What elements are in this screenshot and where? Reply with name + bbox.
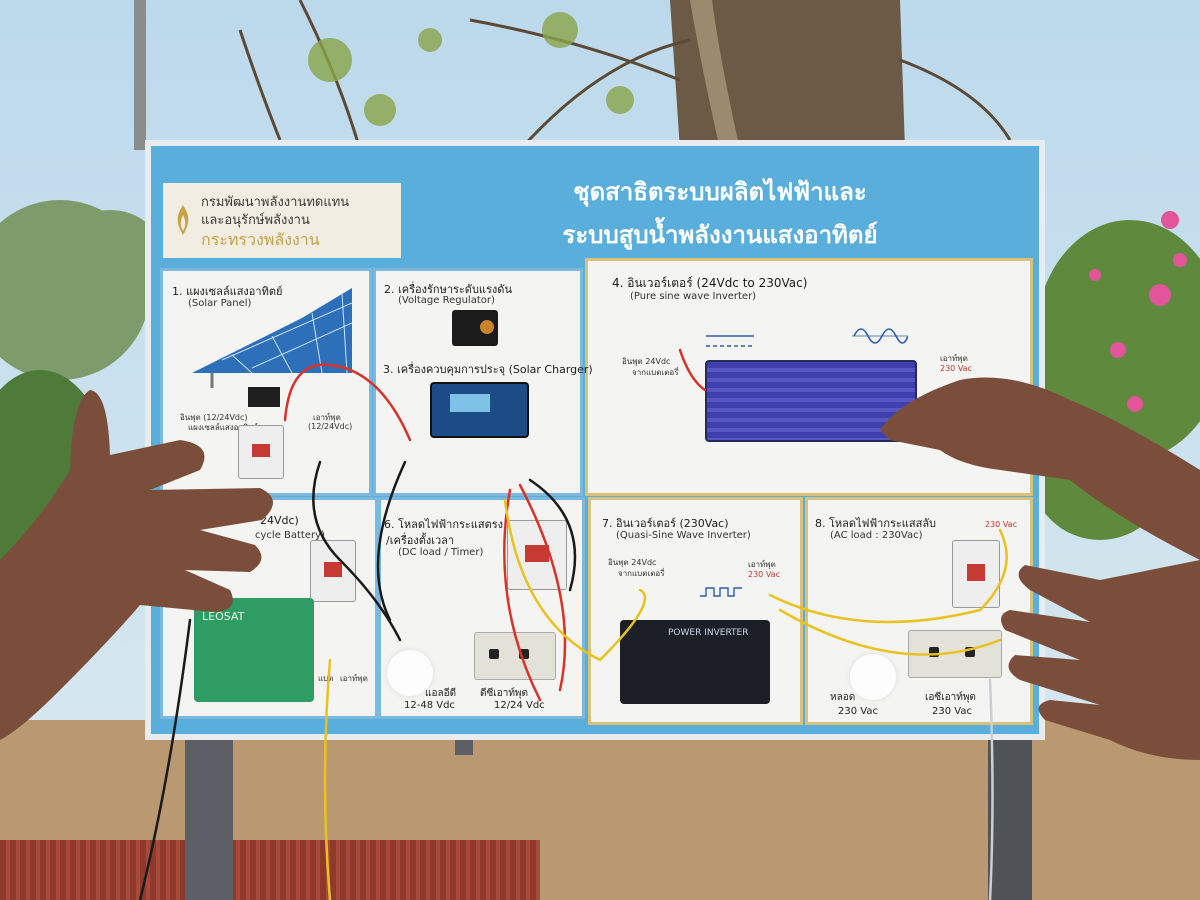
panel-7-in-sub: จากแบตเตอรี่ <box>618 569 665 578</box>
voltage-regulator-module <box>452 310 498 346</box>
flame-emblem-icon <box>177 205 189 235</box>
ac-out-sub: 230 Vac <box>932 706 972 717</box>
logo-line-3: กระทรวงพลังงาน <box>201 230 320 249</box>
logo-line-1: กรมพัฒนาพลังงานทดแทน <box>201 195 350 210</box>
panel-7-in-label: อินพุต 24Vdc <box>608 558 657 567</box>
panel-4-out-label: เอาท์พุต <box>940 354 968 363</box>
solar-panel-graphic <box>192 288 352 388</box>
board-leg-mid <box>455 735 473 755</box>
led-bulb <box>387 650 433 696</box>
led-label: แอลอีดี <box>425 688 457 699</box>
panel-1-in-sub: แผงเซลล์แสงอาทิตย์ <box>188 423 259 432</box>
panel-4-in-label: อินพุต 24Vdc <box>622 357 671 366</box>
panel-8-top-value: 230 Vac <box>985 520 1017 529</box>
ac-lamp <box>850 654 896 700</box>
panel-7-sub: (Quasi-Sine Wave Inverter) <box>616 530 751 541</box>
logo-line-2: และอนุรักษ์พลังงาน <box>201 213 310 228</box>
red-grate <box>0 840 540 900</box>
panel-5-sub: cycle Battery) <box>255 530 325 541</box>
panel-6-label: 6. โหลดไฟฟ้ากระแสตรง <box>384 518 504 531</box>
ministry-logo-box: กรมพัฒนาพลังงานทดแทน และอนุรักษ์พลังงาน … <box>163 183 401 258</box>
ac-out-label: เอซีเอาท์พุต <box>925 692 976 703</box>
lamp-label: หลอด <box>830 692 856 703</box>
lamp-sub: 230 Vac <box>838 706 878 717</box>
inverter-brand: POWER INVERTER <box>668 628 749 638</box>
board-leg-left <box>185 730 233 900</box>
solar-breaker[interactable] <box>238 425 284 479</box>
panel-7-out-label: เอาท์พุต <box>748 560 776 569</box>
regulator-dial-icon[interactable] <box>480 320 494 334</box>
dc-socket[interactable] <box>474 632 556 680</box>
board-title-line-1: ชุดสาธิตระบบผลิตไฟฟ้าและ <box>573 178 867 206</box>
led-sub: 12-48 Vdc <box>404 700 455 711</box>
panel-8-sub: (AC load : 230Vac) <box>830 530 923 541</box>
square-wave-icon <box>700 587 742 597</box>
panel-8-label: 8. โหลดไฟฟ้ากระแสสลับ <box>815 517 937 530</box>
dc-symbol-icon <box>706 335 754 347</box>
controller-display <box>450 394 490 412</box>
board-leg-right <box>988 730 1032 900</box>
panel-5-bottom-label-2: เอาท์พุต <box>340 674 368 683</box>
panel-4-label: 4. อินเวอร์เตอร์ (24Vdc to 230Vac) <box>612 276 808 290</box>
panel-1-sub: (Solar Panel) <box>188 298 252 309</box>
panel-2-sub: (Voltage Regulator) <box>398 295 495 306</box>
panel-dc-load <box>378 497 585 719</box>
dc-out-sub: 12/24 Vdc <box>494 700 545 711</box>
panel-3-label: 3. เครื่องควบคุมการประจุ (Solar Charger) <box>383 363 593 376</box>
panel-1-out-label: เอาท์พุต <box>313 413 341 422</box>
panel-4-sub: (Pure sine wave Inverter) <box>630 291 757 302</box>
panel-2-label: 2. เครื่องรักษาระดับแรงดัน <box>384 283 512 296</box>
panel-6-label-2: /เครื่องตั้งเวลา <box>386 534 455 547</box>
panel-4-out-sub: 230 Vac <box>940 364 972 373</box>
panel-1-in-label: อินพุต (12/24Vdc) <box>180 413 248 422</box>
panel-1-out-sub: (12/24Vdc) <box>308 422 353 431</box>
panel-5-label: 24Vdc) <box>260 514 299 527</box>
panel-6-sub: (DC load / Timer) <box>398 547 484 558</box>
panel-4-in-sub: จากแบตเตอรี่ <box>632 368 679 377</box>
dc-out-label: ดีซีเอาท์พุต <box>480 688 528 699</box>
panel-1-label: 1. แผงเซลล์แสงอาทิตย์ <box>172 285 283 298</box>
quasi-sine-inverter: POWER INVERTER <box>620 620 770 704</box>
battery-breaker[interactable] <box>310 540 356 602</box>
battery-brand: LEOSAT <box>202 610 245 623</box>
solar-charge-controller <box>430 382 529 438</box>
battery: LEOSAT <box>194 598 314 702</box>
panel-meter <box>248 387 280 407</box>
board-title-line-2: ระบบสูบน้ำพลังงานแสงอาทิตย์ <box>562 221 878 249</box>
panel-5-bottom-label: แบต <box>318 674 334 683</box>
sine-wave-icon <box>852 328 908 344</box>
ac-breaker[interactable] <box>952 540 1000 608</box>
panel-7-label: 7. อินเวอร์เตอร์ (230Vac) <box>602 517 729 530</box>
panel-7-out-sub: 230 Vac <box>748 570 780 579</box>
